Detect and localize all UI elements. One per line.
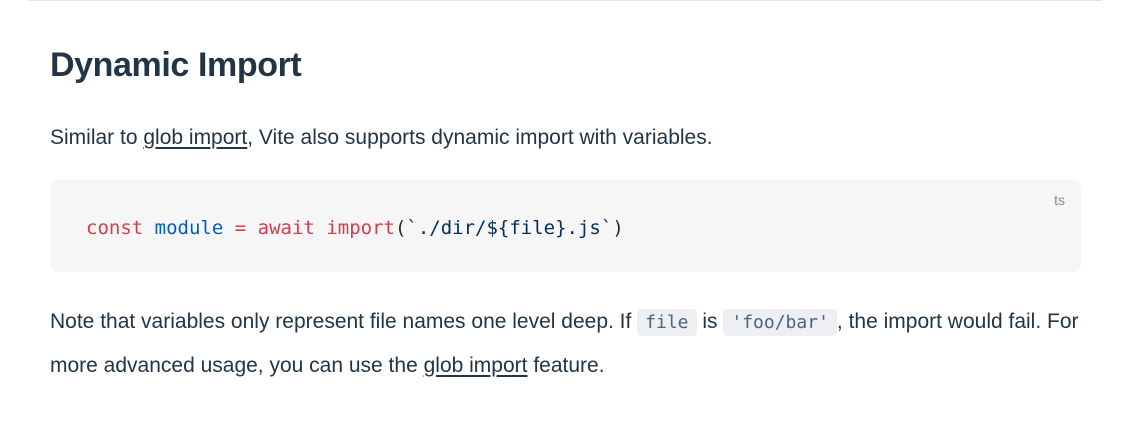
- note-text-4: feature.: [527, 354, 605, 377]
- code-token-space: [246, 217, 257, 239]
- top-divider: [28, 0, 1102, 1]
- inline-code-file: file: [637, 309, 697, 336]
- inline-code-foo-bar: 'foo/bar': [723, 309, 837, 336]
- code-token-punctuation: ): [612, 217, 624, 239]
- note-text-1: Note that variables only represent file …: [50, 310, 638, 333]
- code-block: ts const module = await import(`./dir/${…: [50, 180, 1081, 272]
- intro-text-pre: Similar to: [50, 126, 144, 149]
- code-token-keyword: await: [257, 217, 315, 239]
- code-line: const module = await import(`./dir/${fil…: [86, 217, 624, 239]
- note-text-2: is: [696, 310, 724, 333]
- code-snippet: const module = await import(`./dir/${fil…: [86, 218, 1057, 239]
- intro-text-post: , Vite also supports dynamic import with…: [247, 126, 713, 149]
- code-token-keyword: import: [326, 217, 395, 239]
- code-token-space: [143, 217, 154, 239]
- doc-content: Dynamic Import Similar to glob import, V…: [0, 45, 1130, 387]
- code-token-space: [315, 217, 326, 239]
- glob-import-link[interactable]: glob import: [423, 354, 528, 377]
- code-token-operator: =: [234, 217, 247, 239]
- code-lang-label: ts: [1054, 192, 1065, 208]
- code-token-variable: module: [154, 217, 224, 239]
- glob-import-link[interactable]: glob import: [143, 126, 248, 149]
- note-paragraph: Note that variables only represent file …: [50, 300, 1081, 387]
- code-token-punctuation: (: [394, 217, 407, 239]
- intro-paragraph: Similar to glob import, Vite also suppor…: [50, 121, 1081, 155]
- code-token-keyword: const: [86, 217, 144, 239]
- page-title: Dynamic Import: [50, 46, 302, 84]
- note-text-3: , the import would fail. For more advanc…: [50, 310, 1079, 377]
- code-token-string: `./dir/${file}.js`: [406, 217, 613, 239]
- code-token-space: [223, 217, 234, 239]
